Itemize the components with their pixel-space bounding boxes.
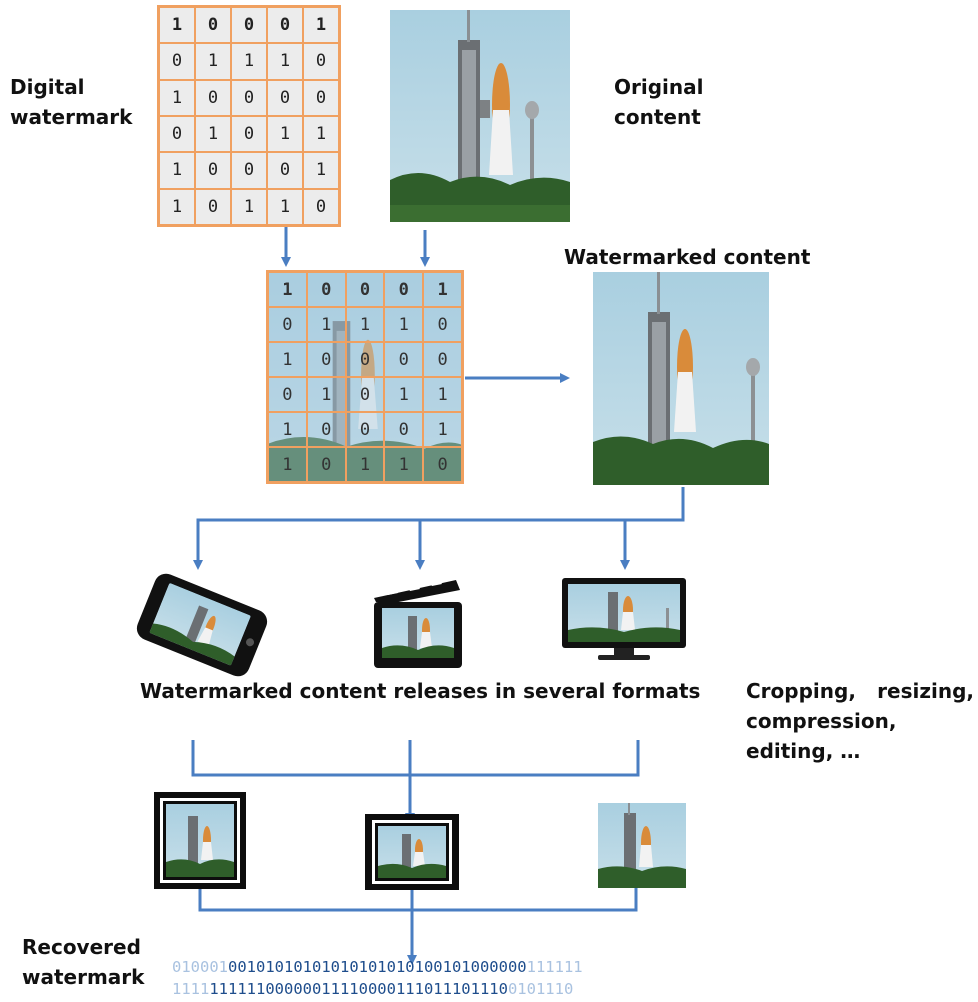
attacked-image-middle <box>378 826 446 878</box>
grid-cell: 0 <box>195 188 231 225</box>
recover-line <box>198 888 638 912</box>
grid-cell: 1 <box>195 115 231 153</box>
grid-cell: 0 <box>268 377 307 412</box>
attacked-image-left <box>166 804 234 877</box>
grid-cell: 1 <box>159 188 195 225</box>
recovered-bits-line-1: 0100010010101010101010101010010100000011… <box>172 958 583 976</box>
grid-cell: 0 <box>303 43 339 80</box>
grid-cell: 1 <box>159 79 195 116</box>
clapperboard-icon <box>370 578 464 670</box>
watermarked-content-image <box>593 272 769 485</box>
grid-cell: 0 <box>159 43 195 80</box>
distribution-line <box>193 487 685 570</box>
collect-line <box>191 740 640 777</box>
grid-cell: 0 <box>231 79 267 116</box>
grid-cell: 1 <box>159 7 195 44</box>
attacks-label: Cropping, resizing, compression, editing… <box>746 679 974 763</box>
grid-cell: 1 <box>303 115 339 153</box>
grid-cell: 1 <box>423 272 462 307</box>
recovered-bits-line-2: 1111111111000000111100001110111011100101… <box>172 980 574 998</box>
grid-cell: 0 <box>231 152 267 189</box>
grid-cell: 0 <box>159 115 195 153</box>
launch-scene-embedded <box>268 321 462 482</box>
recovered-bits: 0100010010101010101010101010010100000011… <box>172 956 583 1000</box>
original-content-label: Original content <box>614 75 704 129</box>
grid-cell: 1 <box>303 152 339 189</box>
grid-cell: 0 <box>231 115 267 153</box>
grid-cell: 0 <box>195 7 231 44</box>
grid-cell: 0 <box>384 272 424 307</box>
grid-cell: 0 <box>384 412 424 447</box>
grid-cell: 1 <box>268 447 307 482</box>
grid-cell: 0 <box>306 342 346 377</box>
grid-cell: 0 <box>423 447 462 482</box>
grid-cell: 0 <box>268 307 307 342</box>
grid-cell: 0 <box>423 307 462 342</box>
releases-label: Watermarked content releases in several … <box>140 679 701 703</box>
launch-scene-watermarked <box>593 272 769 485</box>
grid-cell: 0 <box>303 188 339 225</box>
grid-cell: 0 <box>231 7 267 44</box>
grid-cell: 1 <box>384 377 424 412</box>
grid-cell: 0 <box>345 412 385 447</box>
grid-cell: 0 <box>384 342 424 377</box>
grid-cell: 0 <box>306 272 346 307</box>
grid-cell: 1 <box>267 43 303 80</box>
grid-cell: 1 <box>159 152 195 189</box>
grid-cell: 1 <box>306 377 346 412</box>
grid-cell: 1 <box>231 188 267 225</box>
grid-cell: 0 <box>195 152 231 189</box>
digital-watermark-label: Digital watermark <box>10 75 133 129</box>
grid-cell: 1 <box>384 307 424 342</box>
grid-cell: 1 <box>268 272 307 307</box>
grid-cell: 0 <box>306 447 346 482</box>
recovered-watermark-label: Recovered watermark <box>22 935 145 989</box>
grid-cell: 1 <box>345 447 385 482</box>
grid-cell: 1 <box>195 43 231 80</box>
grid-cell: 1 <box>423 412 462 447</box>
grid-cell: 1 <box>423 377 462 412</box>
grid-cell: 0 <box>267 79 303 116</box>
smartphone-icon <box>133 570 271 680</box>
grid-cell: 1 <box>306 307 346 342</box>
grid-cell: 1 <box>268 342 307 377</box>
grid-cell: 0 <box>267 7 303 44</box>
watermarked-content-label: Watermarked content <box>564 245 811 269</box>
grid-cell: 1 <box>231 43 267 80</box>
grid-cell: 1 <box>384 447 424 482</box>
original-content-image <box>390 10 570 222</box>
grid-cell: 0 <box>303 79 339 116</box>
grid-cell: 1 <box>303 7 339 44</box>
grid-cell: 1 <box>268 412 307 447</box>
grid-cell: 1 <box>267 188 303 225</box>
grid-cell: 0 <box>195 79 231 116</box>
television-icon <box>562 578 686 662</box>
grid-cell: 0 <box>345 342 385 377</box>
attacked-image-cropped <box>598 803 686 888</box>
grid-cell: 0 <box>345 377 385 412</box>
grid-cell: 0 <box>423 342 462 377</box>
grid-cell: 0 <box>345 272 385 307</box>
grid-cell: 1 <box>267 115 303 153</box>
grid-cell: 0 <box>267 152 303 189</box>
launch-scene <box>390 10 570 222</box>
grid-cell: 0 <box>306 412 346 447</box>
grid-cell: 1 <box>345 307 385 342</box>
